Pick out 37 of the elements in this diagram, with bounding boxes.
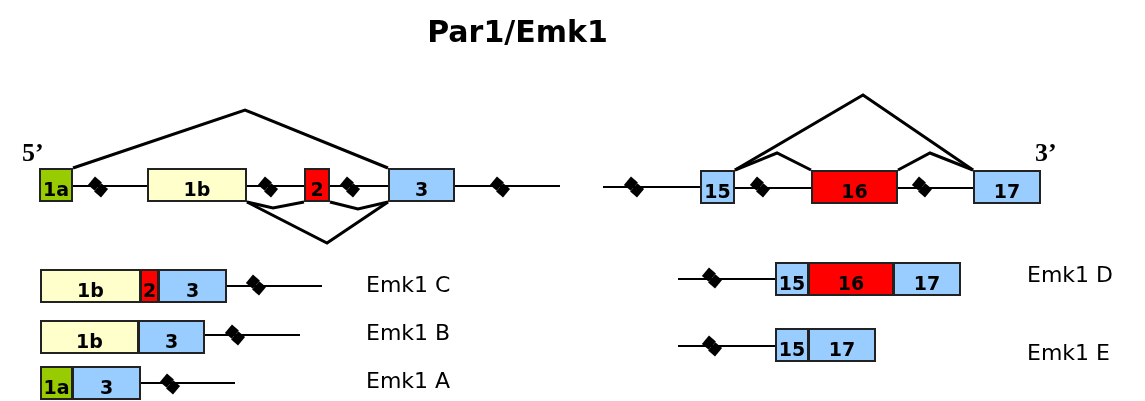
intron-line — [72, 185, 148, 187]
splice-line — [897, 151, 974, 172]
exon-box: 15 — [775, 328, 809, 362]
strand-end-label: 5’ — [22, 138, 44, 168]
intron-line — [246, 185, 305, 187]
exon-box: 16 — [811, 170, 898, 204]
exon-box: 1a — [40, 366, 73, 400]
exon-box: 3 — [138, 320, 205, 354]
exon-box: 17 — [893, 262, 961, 296]
exon-box: 16 — [808, 262, 894, 296]
transcript-label: Emk1 A — [366, 368, 451, 393]
transcript-label: Emk1 B — [366, 320, 451, 345]
exon-box: 1b — [40, 320, 139, 354]
transcript-label: Emk1 D — [1027, 262, 1113, 287]
exon-box: 3 — [72, 366, 141, 400]
transcript-label: Emk1 E — [1027, 340, 1110, 365]
exon-box: 17 — [973, 170, 1041, 204]
transcript-label: Emk1 C — [366, 272, 451, 297]
intron-line — [734, 187, 812, 189]
splice-line — [734, 151, 812, 172]
title: Par1/Emk1 — [426, 14, 609, 49]
intron-line — [897, 187, 974, 189]
splice-line — [329, 200, 389, 211]
exon-box: 17 — [808, 328, 876, 362]
exon-box: 1b — [147, 168, 247, 202]
splice-line — [246, 200, 305, 210]
exon-box: 15 — [700, 170, 735, 204]
splice-line — [246, 200, 389, 245]
exon-box: 3 — [158, 269, 227, 303]
exon-box: 3 — [388, 168, 455, 202]
intron-line — [329, 185, 389, 187]
exon-box: 2 — [304, 168, 330, 202]
splice-line — [72, 108, 389, 170]
exon-box: 1a — [39, 168, 73, 202]
exon-box: 1b — [40, 269, 141, 303]
strand-end-label: 3’ — [1035, 138, 1057, 168]
exon-box: 15 — [775, 262, 809, 296]
